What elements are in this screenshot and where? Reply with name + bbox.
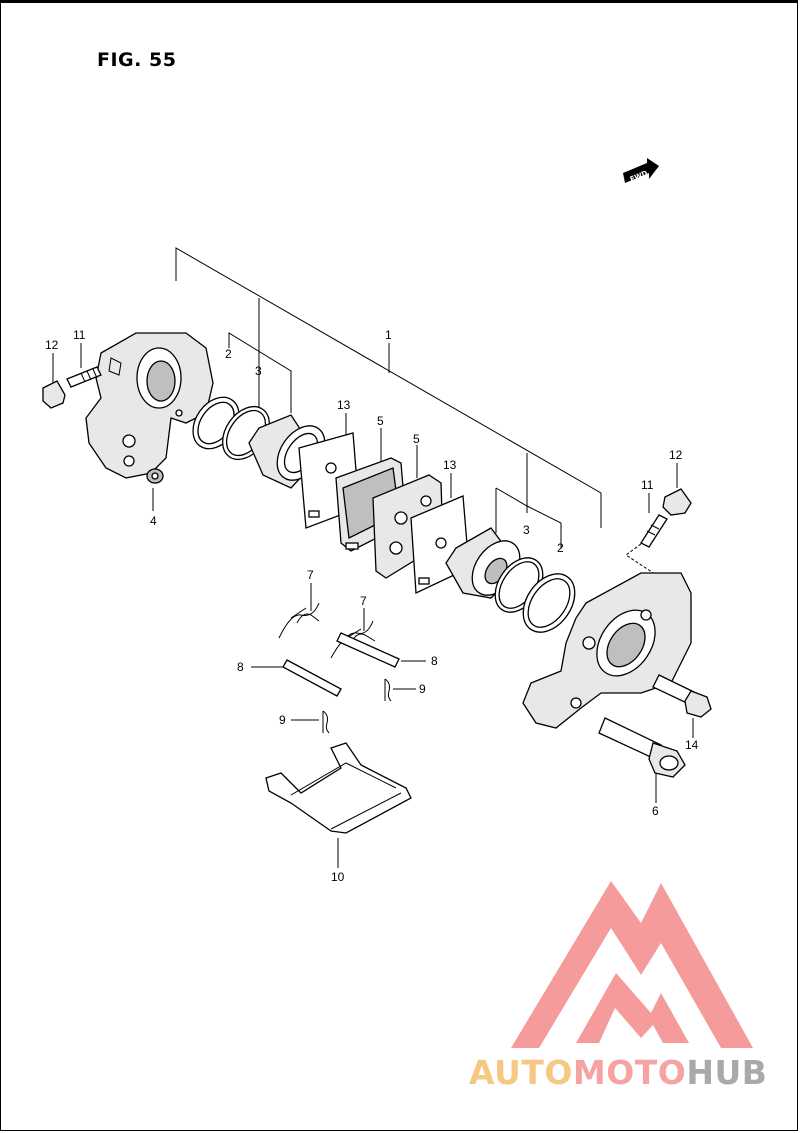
callout-8-left: 8 (237, 660, 244, 674)
exploded-parts-diagram: FWD (42, 158, 753, 1048)
pin-clip-9-right (384, 678, 392, 702)
leader-bleeder-path (625, 537, 662, 579)
callout-8-right: 8 (431, 654, 438, 668)
bolt-6 (598, 717, 686, 778)
bleeder-cap-left (42, 380, 66, 409)
callout-11-right: 11 (641, 478, 654, 492)
pin-clip-9-left (322, 710, 330, 734)
watermark-auto: AUTO (469, 1053, 573, 1092)
figure-title: FIG. 55 (97, 49, 177, 71)
watermark-moto: MOTO (572, 1053, 687, 1092)
callout-12-right: 12 (669, 448, 683, 462)
watermark-logo (511, 881, 753, 1048)
callout-10: 10 (331, 870, 345, 884)
washer-4 (146, 468, 164, 484)
callout-1: 1 (385, 328, 392, 342)
callout-13-right: 13 (443, 458, 457, 472)
leader-2a-bracket (228, 332, 292, 413)
bleeder-screw-left (66, 366, 102, 388)
callout-2-right: 2 (557, 541, 564, 555)
pad-pin-8-left (282, 659, 342, 697)
callout-6: 6 (652, 804, 659, 818)
callout-2-left: 2 (225, 347, 232, 361)
callout-13-left: 13 (337, 398, 351, 412)
leader-lines (52, 247, 694, 868)
callout-11-left: 11 (73, 328, 86, 342)
spring-clip-7-left (278, 602, 320, 639)
bolt-14 (652, 674, 712, 718)
callout-3-left: 3 (255, 364, 262, 378)
fwd-direction-badge: FWD (623, 158, 659, 184)
leader-2b-bracket (495, 487, 562, 548)
caliper-body-right (522, 572, 692, 729)
caliper-body-left (85, 332, 214, 479)
callout-9-right: 9 (419, 682, 426, 696)
callout-9-left: 9 (279, 713, 286, 727)
callout-3-right: 3 (523, 523, 530, 537)
seals-right (494, 557, 576, 633)
pad-pin-8-right (336, 632, 400, 668)
watermark-text: AUTOMOTOHUB (469, 1053, 767, 1092)
callout-12-left: 12 (45, 338, 59, 352)
callout-4: 4 (150, 514, 157, 528)
callout-14: 14 (685, 738, 699, 752)
callout-7-right: 7 (360, 594, 367, 608)
watermark-hub: HUB (686, 1053, 768, 1092)
callout-7-left: 7 (307, 568, 314, 582)
bleeder-cap-right (662, 488, 692, 516)
bleeder-screw-right (640, 514, 668, 548)
pad-spring-10 (265, 742, 412, 834)
callout-labels: 1 2 2 3 3 4 5 5 6 7 7 8 8 9 9 10 11 11 1… (45, 328, 699, 884)
callout-5-left: 5 (377, 414, 384, 428)
callout-5-right: 5 (413, 432, 420, 446)
